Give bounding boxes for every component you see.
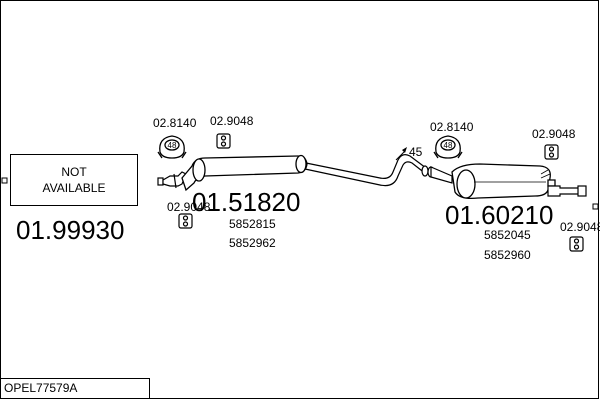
front-flange xyxy=(157,171,187,189)
clamp-marker-arrow xyxy=(402,147,407,153)
hanger-ring-left-badge: 48 xyxy=(168,141,177,150)
rubber-mount-top-left xyxy=(216,133,231,149)
rubber-mount-top-left-code: 02.9048 xyxy=(210,114,254,128)
front-part-number: 01.99930 xyxy=(16,215,125,245)
rear-part-number: 01.60210 xyxy=(445,200,554,230)
connecting-pipe xyxy=(304,154,427,187)
rubber-mount-top-right-code: 02.9048 xyxy=(532,127,576,141)
middle-ref-2: 5852962 xyxy=(229,236,276,250)
pipe-clamp xyxy=(421,165,453,184)
rear-silencer xyxy=(451,163,556,200)
rear-ref-2: 5852960 xyxy=(484,248,531,262)
hanger-ring-right-badge: 48 xyxy=(444,141,453,150)
hanger-ring-right xyxy=(433,135,463,159)
rubber-mount-bottom-left xyxy=(178,213,193,229)
hanger-ring-left-code: 02.8140 xyxy=(153,116,197,130)
rubber-mount-bottom-right xyxy=(569,236,584,252)
rubber-mount-bottom-right-code: 02.9048 xyxy=(560,220,600,234)
rubber-mount-top-right xyxy=(544,144,559,160)
hanger-ring-right-code: 02.8140 xyxy=(430,120,474,134)
diagram-reference-label: OPEL77579A xyxy=(0,378,150,399)
clamp-marker-line xyxy=(395,151,405,161)
middle-ref-1: 5852815 xyxy=(229,217,276,231)
middle-part-number: 01.51820 xyxy=(192,187,301,217)
middle-silencer xyxy=(181,154,308,192)
not-available-box: NOT AVAILABLE xyxy=(10,154,138,206)
hanger-ring-left xyxy=(157,135,187,159)
clamp-label: 45 xyxy=(409,145,423,159)
not-available-line2: AVAILABLE xyxy=(42,181,106,195)
rubber-mount-bottom-left-code: 02.9048 xyxy=(167,200,211,214)
not-available-line1: NOT xyxy=(61,165,87,179)
tailpipe xyxy=(547,185,587,197)
left-connector-marker xyxy=(1,177,8,184)
right-connector-marker xyxy=(592,203,599,210)
rear-ref-1: 5852045 xyxy=(484,228,531,242)
